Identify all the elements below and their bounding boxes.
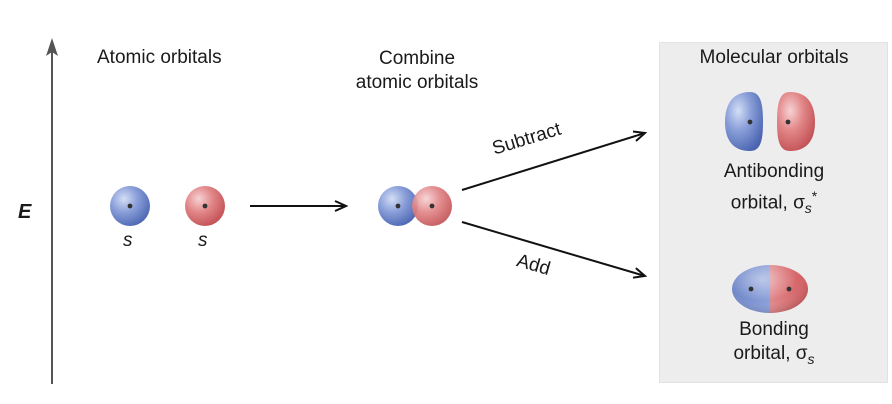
overlapping-orbitals xyxy=(378,186,452,226)
add-arrow xyxy=(461,221,645,276)
molecular-orbitals-heading: Molecular orbitals xyxy=(699,47,849,68)
bonding-sigma-symbol: σ xyxy=(795,343,808,364)
bonding-subscript: s xyxy=(807,350,815,367)
combine-heading-line1: Combine xyxy=(378,48,456,69)
antibonding-label: Antibonding orbital, σs* xyxy=(676,160,872,220)
s-orbital-label-2: s xyxy=(198,230,208,251)
antibonding-label-text: orbital, xyxy=(730,192,794,214)
subtract-arrow xyxy=(461,133,645,191)
bonding-label-line1: Bonding xyxy=(739,319,809,340)
atomic-orbitals-heading: Atomic orbitals xyxy=(97,47,222,68)
atomic-orbital-red xyxy=(185,186,225,226)
antibonding-label-line2: orbital, σs* xyxy=(676,184,872,220)
bonding-label: Bonding orbital, σs xyxy=(676,318,872,371)
combine-heading-line2: atomic orbitals xyxy=(355,72,479,93)
s-orbital-label-1: s xyxy=(123,230,133,251)
energy-axis-arrowhead xyxy=(46,38,58,56)
antibonding-superscript: * xyxy=(811,188,818,204)
bonding-label-text: orbital, xyxy=(733,343,796,364)
bonding-orbital xyxy=(732,265,808,313)
combine-heading: Combine atomic orbitals xyxy=(342,47,492,95)
antibonding-label-line1: Antibonding xyxy=(723,161,825,182)
antibonding-sigma-symbol: σ xyxy=(793,192,805,214)
antibonding-subscript: s xyxy=(804,200,812,217)
molecular-orbitals-panel xyxy=(659,42,888,383)
antibonding-orbital xyxy=(725,92,815,151)
energy-axis-label: E xyxy=(18,201,32,223)
atomic-orbital-blue xyxy=(110,186,150,226)
bonding-label-line2: orbital, σs xyxy=(676,342,872,371)
